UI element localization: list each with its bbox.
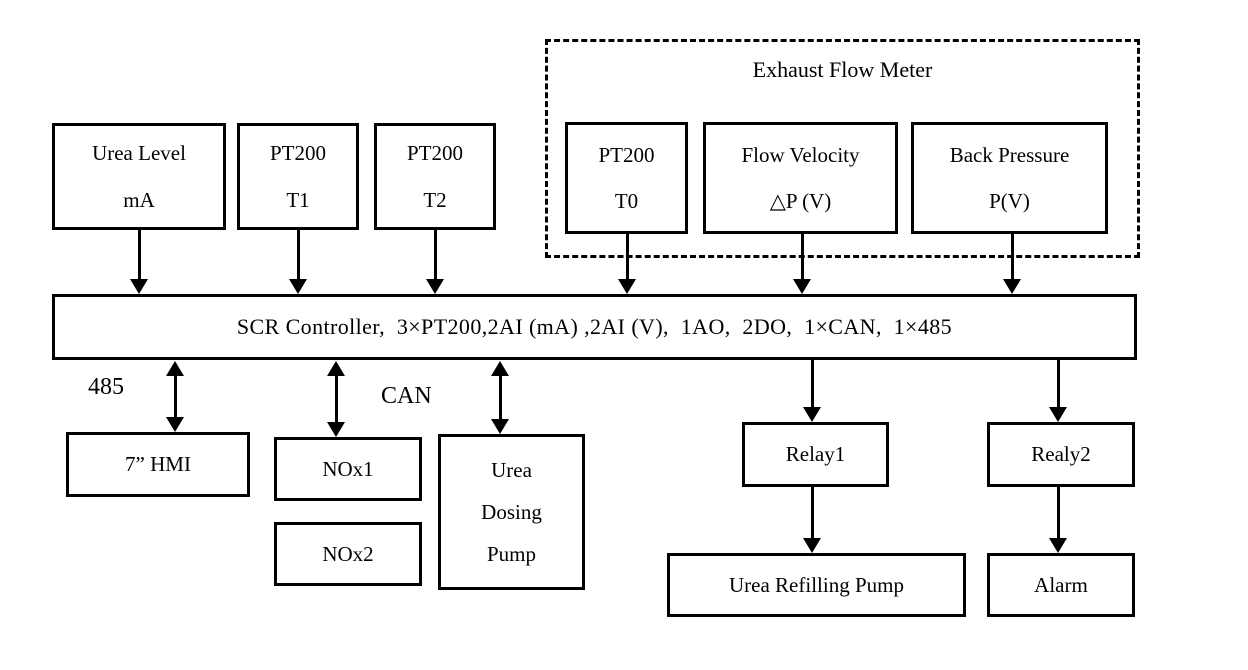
node-flow-velocity: Flow Velocity △P (V) <box>703 122 898 234</box>
node-pt200-t1: PT200 T1 <box>237 123 359 230</box>
node-scr-controller: SCR Controller, 3×PT200,2AI (mA) ,2AI (V… <box>52 294 1137 360</box>
node-urea-refilling-pump-label: Urea Refilling Pump <box>729 572 904 597</box>
node-urea-dosing-pump-line3: Pump <box>486 542 536 567</box>
node-hmi: 7” HMI <box>66 432 250 497</box>
arrow-relay1-to-urea-refilling-pump <box>803 487 821 553</box>
node-pt200-t1-line1: PT200 <box>269 141 326 166</box>
node-nox2-label: NOx2 <box>322 541 374 566</box>
node-flow-velocity-line1: Flow Velocity <box>741 142 860 167</box>
node-relay1-label: Relay1 <box>785 442 846 467</box>
node-back-pressure-line2: P(V) <box>989 189 1030 213</box>
node-hmi-label: 7” HMI <box>125 452 191 477</box>
arrow-controller-hmi-bidirectional <box>166 361 184 432</box>
arrow-realy2-to-alarm <box>1049 487 1067 553</box>
node-flow-velocity-line2: △P (V) <box>769 189 832 213</box>
arrow-back-pressure-to-controller <box>1003 234 1021 294</box>
node-nox2: NOx2 <box>274 522 422 586</box>
arrow-controller-to-realy2 <box>1049 360 1067 422</box>
label-can-bus: CAN <box>381 383 432 409</box>
node-pt200-t2: PT200 T2 <box>374 123 496 230</box>
node-pt200-t0-line1: PT200 <box>598 142 655 167</box>
node-urea-level-line1: Urea Level <box>92 141 186 166</box>
group-exhaust-flow-meter <box>545 39 1140 258</box>
node-urea-dosing-pump: Urea Dosing Pump <box>438 434 585 590</box>
node-alarm: Alarm <box>987 553 1135 617</box>
node-back-pressure: Back Pressure P(V) <box>911 122 1108 234</box>
node-urea-level: Urea Level mA <box>52 123 226 230</box>
node-urea-refilling-pump: Urea Refilling Pump <box>667 553 966 617</box>
node-pt200-t0-line2: T0 <box>614 189 639 213</box>
label-485-bus: 485 <box>88 374 124 400</box>
node-urea-dosing-pump-line1: Urea <box>491 457 532 482</box>
arrow-flow-velocity-to-controller <box>793 234 811 294</box>
node-urea-dosing-pump-line2: Dosing <box>481 499 542 524</box>
arrow-controller-urea-dosing-pump-bidirectional <box>491 361 509 434</box>
arrow-urea-level-to-controller <box>130 229 148 294</box>
arrow-pt200-t2-to-controller <box>426 229 444 294</box>
node-scr-controller-label: SCR Controller, 3×PT200,2AI (mA) ,2AI (V… <box>236 314 953 339</box>
node-nox1: NOx1 <box>274 437 422 501</box>
node-pt200-t2-line2: T2 <box>423 187 447 212</box>
node-pt200-t1-line2: T1 <box>286 187 310 212</box>
arrow-controller-nox1-bidirectional <box>327 361 345 437</box>
arrow-controller-to-relay1 <box>803 360 821 422</box>
node-back-pressure-line1: Back Pressure <box>949 142 1070 167</box>
node-nox1-label: NOx1 <box>322 456 374 481</box>
node-pt200-t0: PT200 T0 <box>565 122 688 234</box>
node-alarm-label: Alarm <box>1034 572 1088 597</box>
node-urea-level-line2: mA <box>123 187 155 212</box>
group-exhaust-flow-meter-title: Exhaust Flow Meter <box>752 57 933 82</box>
node-realy2-label: Realy2 <box>1031 442 1091 467</box>
arrow-pt200-t0-to-controller <box>618 234 636 294</box>
node-realy2: Realy2 <box>987 422 1135 487</box>
node-pt200-t2-line1: PT200 <box>406 141 463 166</box>
arrow-pt200-t1-to-controller <box>289 229 307 294</box>
node-relay1: Relay1 <box>742 422 889 487</box>
